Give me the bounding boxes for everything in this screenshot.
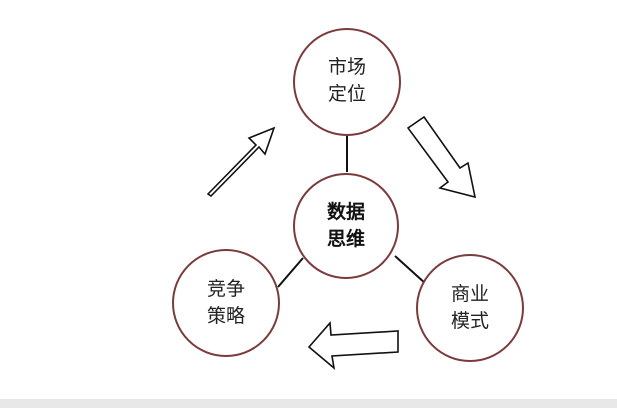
node-business-model: 商业 模式 xyxy=(416,254,524,362)
arrow-up-right xyxy=(206,126,276,198)
node-business-model-line1: 商业 xyxy=(451,283,489,305)
center-node: 数据 思维 xyxy=(293,173,399,279)
node-competitive-strategy-line1: 竞争 xyxy=(207,278,245,300)
node-business-model-circle xyxy=(416,254,524,362)
bottom-scroll-strip xyxy=(0,399,617,408)
node-competitive-strategy-line2: 策略 xyxy=(207,305,245,327)
node-market-positioning-line1: 市场 xyxy=(328,56,366,78)
node-competitive-strategy: 竞争 策略 xyxy=(172,249,280,357)
node-competitive-strategy-circle xyxy=(172,249,280,357)
node-market-positioning: 市场 定位 xyxy=(293,28,401,136)
node-business-model-line2: 模式 xyxy=(451,310,489,332)
connector-center-to-business xyxy=(394,255,427,285)
node-market-positioning-line2: 定位 xyxy=(328,83,366,105)
node-market-positioning-circle xyxy=(293,28,401,136)
center-node-label-line2: 思维 xyxy=(327,227,365,250)
arrow-down-right xyxy=(406,115,477,199)
center-node-label-line1: 数据 xyxy=(327,200,365,223)
center-node-circle xyxy=(293,173,399,279)
connector-center-to-strategy xyxy=(277,257,304,288)
arrow-left xyxy=(307,321,399,371)
